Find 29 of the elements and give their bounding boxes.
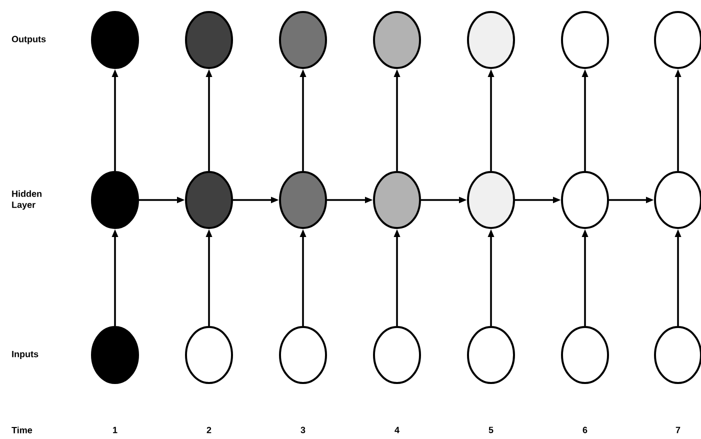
time-step-number: 1	[113, 426, 118, 434]
neuron-circle	[467, 11, 515, 69]
time-step-number: 6	[582, 426, 588, 434]
neuron-circle	[561, 11, 609, 69]
neuron-circle	[279, 11, 327, 69]
neuron-circle	[91, 171, 139, 229]
neuron-circle	[373, 11, 421, 69]
neuron-circle	[373, 171, 421, 229]
neuron-circle	[467, 326, 515, 384]
time-step-number: 4	[394, 426, 400, 434]
row-label: Time	[12, 426, 32, 434]
neuron-circle	[185, 326, 233, 384]
neuron-circle	[467, 171, 515, 229]
neuron-circle	[373, 326, 421, 384]
row-label: Inputs	[12, 350, 38, 360]
time-step-number: 3	[300, 426, 306, 434]
neuron-circle	[279, 171, 327, 229]
row-label: Hidden Layer	[12, 190, 42, 210]
neuron-circle	[561, 326, 609, 384]
neuron-circle	[185, 171, 233, 229]
time-step-number: 2	[206, 426, 212, 434]
neuron-circle	[91, 11, 139, 69]
neuron-circle	[91, 326, 139, 384]
neuron-circle	[561, 171, 609, 229]
neuron-circle	[279, 326, 327, 384]
time-step-number: 7	[676, 426, 680, 434]
time-step-number: 5	[488, 426, 494, 434]
row-label: Outputs	[12, 36, 46, 44]
neuron-circle	[185, 11, 233, 69]
